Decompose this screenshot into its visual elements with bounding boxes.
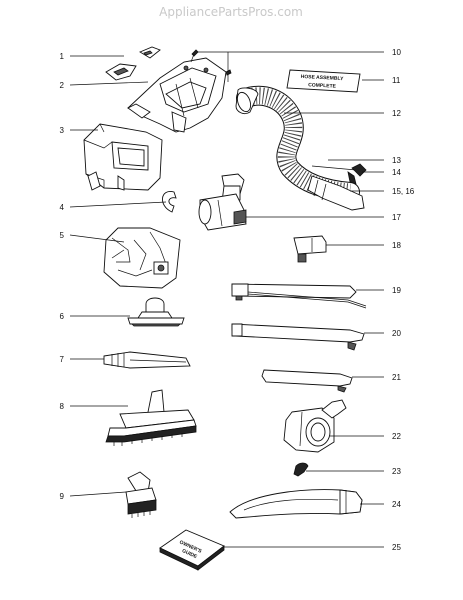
part-11-hose-label-tag: HOSE ASSEMBLY COMPLETE [286, 69, 361, 93]
leader-9 [69, 491, 127, 497]
leader-2 [69, 81, 149, 86]
callout-25: 25 [392, 543, 401, 552]
watermark: AppliancePartsPros.com [159, 5, 303, 19]
callout-9: 9 [60, 492, 65, 501]
callout-15-16: 15, 16 [392, 187, 415, 196]
callout-8: 8 [60, 402, 65, 411]
part-18-adapter [293, 235, 327, 263]
callout-1: 1 [60, 52, 65, 61]
part-22-swivel-fitting [283, 399, 347, 453]
callout-6: 6 [60, 312, 65, 321]
part-7-crevice-tool [103, 351, 191, 369]
part-4-c-clip [162, 191, 177, 213]
part-19-wand-with-cord [231, 283, 367, 309]
part-25-owners-guide: OWNER'S GUIDE [159, 529, 225, 571]
part-23-clip [293, 462, 309, 477]
part-17-power-nozzle [198, 173, 247, 231]
callout-24: 24 [392, 500, 401, 509]
part-20-long-wand [231, 323, 365, 351]
callout-4: 4 [60, 203, 65, 212]
callout-5: 5 [60, 231, 65, 240]
callout-14: 14 [392, 168, 401, 177]
part-12-hose [235, 85, 365, 211]
leader-4 [69, 201, 167, 208]
part-5-dust-bag [103, 227, 181, 289]
callout-21: 21 [392, 373, 401, 382]
part-6-upholstery-tool [127, 297, 185, 327]
callout-2: 2 [60, 81, 65, 90]
hose-label-line2: COMPLETE [308, 82, 337, 89]
leader-5 [69, 234, 125, 243]
callout-12: 12 [392, 109, 401, 118]
callout-19: 19 [392, 286, 401, 295]
callout-13: 13 [392, 156, 401, 165]
part-10-screws [190, 49, 232, 82]
callout-23: 23 [392, 467, 401, 476]
callout-17: 17 [392, 213, 401, 222]
part-2-housing [127, 57, 227, 133]
part-13-14-hose-fittings [311, 163, 367, 185]
part-8-floor-brush [105, 389, 197, 446]
callout-18: 18 [392, 241, 401, 250]
callout-10: 10 [392, 48, 401, 57]
callout-11: 11 [392, 76, 401, 85]
callout-7: 7 [60, 355, 65, 364]
part-1-clip [105, 46, 161, 81]
part-24-curved-handle [229, 489, 363, 519]
part-9-dust-brush [125, 471, 157, 518]
hose-label-line1: HOSE ASSEMBLY [301, 74, 345, 82]
part-21-short-wand [261, 369, 353, 393]
callout-20: 20 [392, 329, 401, 338]
callout-22: 22 [392, 432, 401, 441]
callout-3: 3 [60, 126, 65, 135]
part-3-rear-body [83, 123, 163, 191]
